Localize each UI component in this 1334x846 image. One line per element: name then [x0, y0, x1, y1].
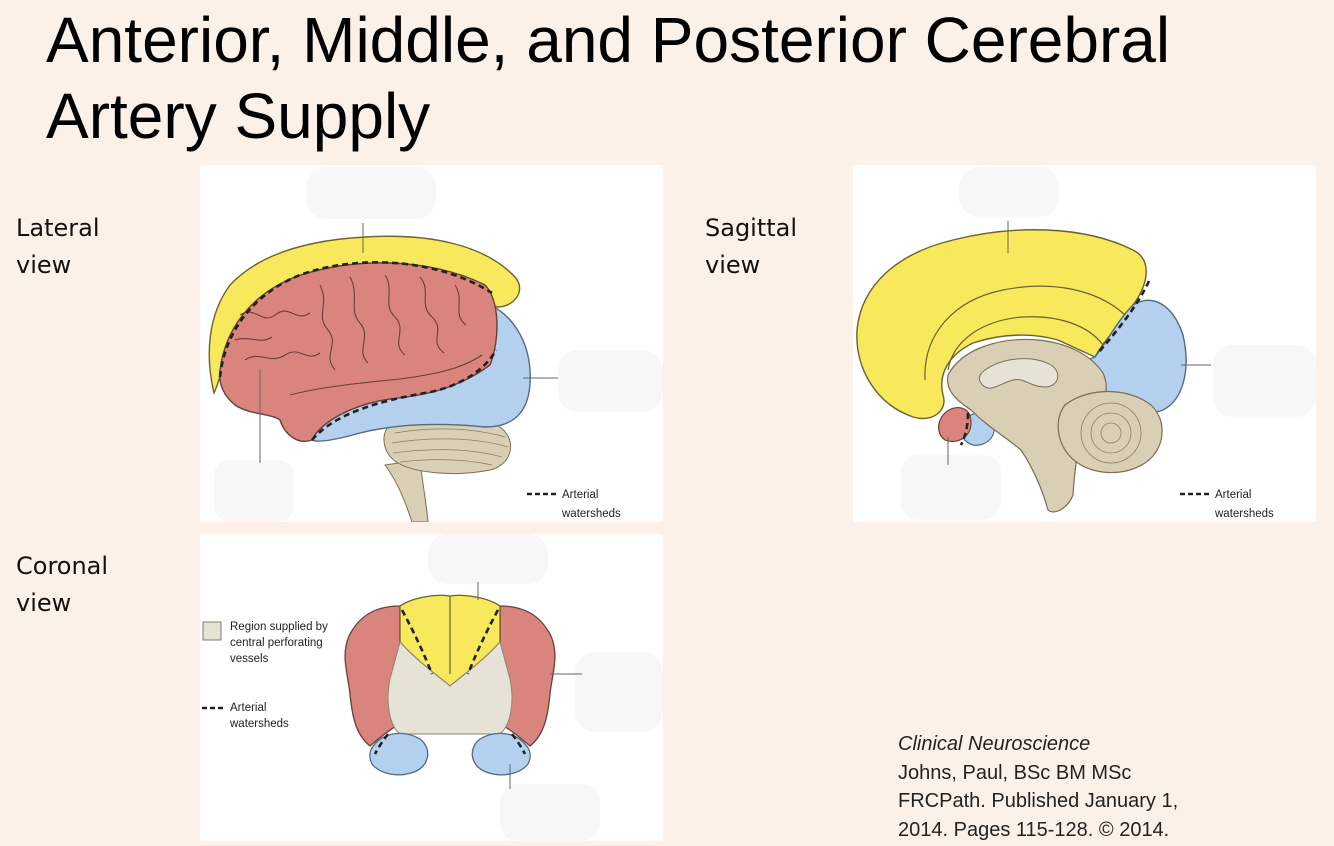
coronal-view-diagram: Region supplied by central perforating v…: [200, 534, 663, 841]
lateral-view-label: Lateral view: [16, 210, 100, 284]
watershed-legend-line2: watersheds: [1214, 508, 1274, 520]
watershed-legend-line1: Arterial: [562, 489, 598, 501]
central-region-legend-swatch: [203, 622, 221, 640]
central-legend-line3: vessels: [230, 653, 269, 665]
sagittal-view-label: Sagittal view: [705, 210, 797, 284]
citation-book-title: Clinical Neuroscience: [898, 730, 1258, 759]
hidden-label-bottom: [500, 784, 600, 841]
watershed-legend-line2: watersheds: [561, 508, 621, 520]
coronal-view-label: Coronal view: [16, 548, 108, 622]
central-legend-line2: central perforating: [230, 637, 323, 649]
slide-title: Anterior, Middle, and Posterior Cerebral…: [46, 2, 1170, 154]
central-legend-line1: Region supplied by: [230, 621, 328, 633]
title-line-1: Anterior, Middle, and Posterior Cerebral: [46, 2, 1170, 78]
citation-line-3: 2014. Pages 115-128. © 2014.: [898, 816, 1258, 845]
lateral-view-diagram: Arterial watersheds: [200, 165, 663, 522]
hidden-label-right: [558, 350, 663, 412]
watershed-legend-line1: Arterial: [1215, 489, 1251, 501]
title-line-2: Artery Supply: [46, 78, 1170, 154]
citation: Clinical Neuroscience Johns, Paul, BSc B…: [898, 730, 1258, 844]
citation-line-2: FRCPath. Published January 1,: [898, 787, 1258, 816]
hidden-label-top: [306, 167, 436, 219]
hidden-label-right: [1213, 345, 1316, 417]
citation-line-1: Johns, Paul, BSc BM MSc: [898, 759, 1258, 788]
cerebellum: [1058, 392, 1162, 473]
hidden-label-bottom: [214, 460, 294, 522]
watershed-legend-line1: Arterial: [230, 702, 266, 714]
hidden-label-right: [575, 652, 663, 732]
pca-territory-left: [370, 733, 428, 774]
hidden-label-top: [428, 534, 548, 584]
hidden-label-bottom: [901, 455, 1001, 520]
sagittal-view-diagram: Arterial watersheds: [853, 165, 1316, 522]
pca-territory-right: [472, 733, 530, 774]
hidden-label-top: [959, 167, 1059, 217]
watershed-legend-line2: watersheds: [229, 718, 289, 730]
